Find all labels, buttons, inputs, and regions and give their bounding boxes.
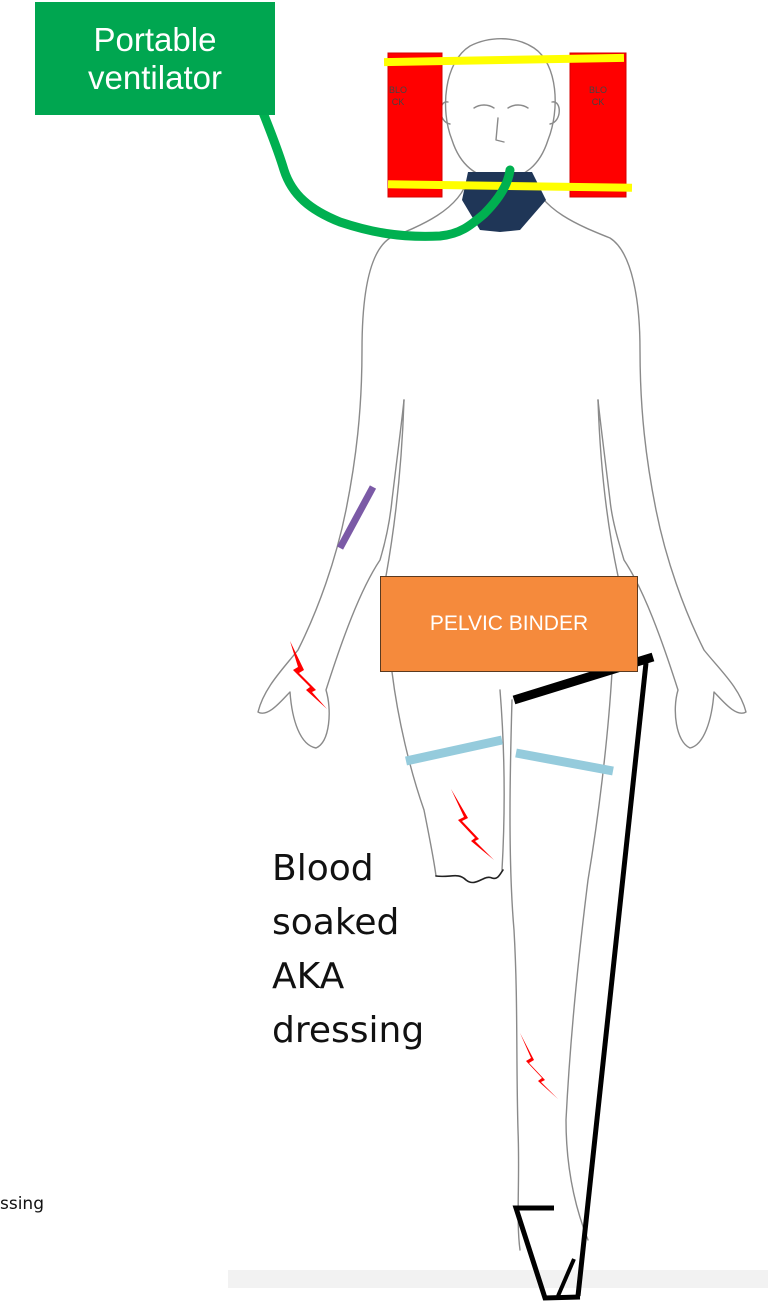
- pelvic-binder-box: PELVIC BINDER: [380, 576, 638, 672]
- amputation-dressing-label: Blood soaked AKA dressing: [272, 842, 472, 1058]
- block-left-label: BLOCK: [388, 84, 408, 108]
- right-leg-outer: [566, 672, 612, 1240]
- right-leg-inner: [510, 700, 520, 1250]
- portable-ventilator-label: Portable ventilator: [80, 21, 230, 97]
- eye-left: [474, 105, 494, 108]
- pelvic-binder-label: PELVIC BINDER: [430, 612, 588, 636]
- left-thigh-inner: [500, 690, 504, 870]
- eye-right: [508, 105, 528, 108]
- lightning-bolt-icon: [290, 641, 327, 709]
- lightning-bolt-icon: [520, 1033, 558, 1099]
- nose: [496, 118, 504, 142]
- clipped-side-label: ssing: [0, 1194, 44, 1214]
- tourniquet-right: [516, 753, 613, 771]
- floor-shadow: [228, 1270, 768, 1288]
- portable-ventilator-box: Portable ventilator: [35, 2, 275, 115]
- block-right: [570, 53, 626, 197]
- tourniquet-left: [406, 740, 502, 761]
- splint-outer-rod: [578, 663, 646, 1296]
- block-right-label: BLOCK: [588, 84, 608, 108]
- block-left: [388, 53, 442, 197]
